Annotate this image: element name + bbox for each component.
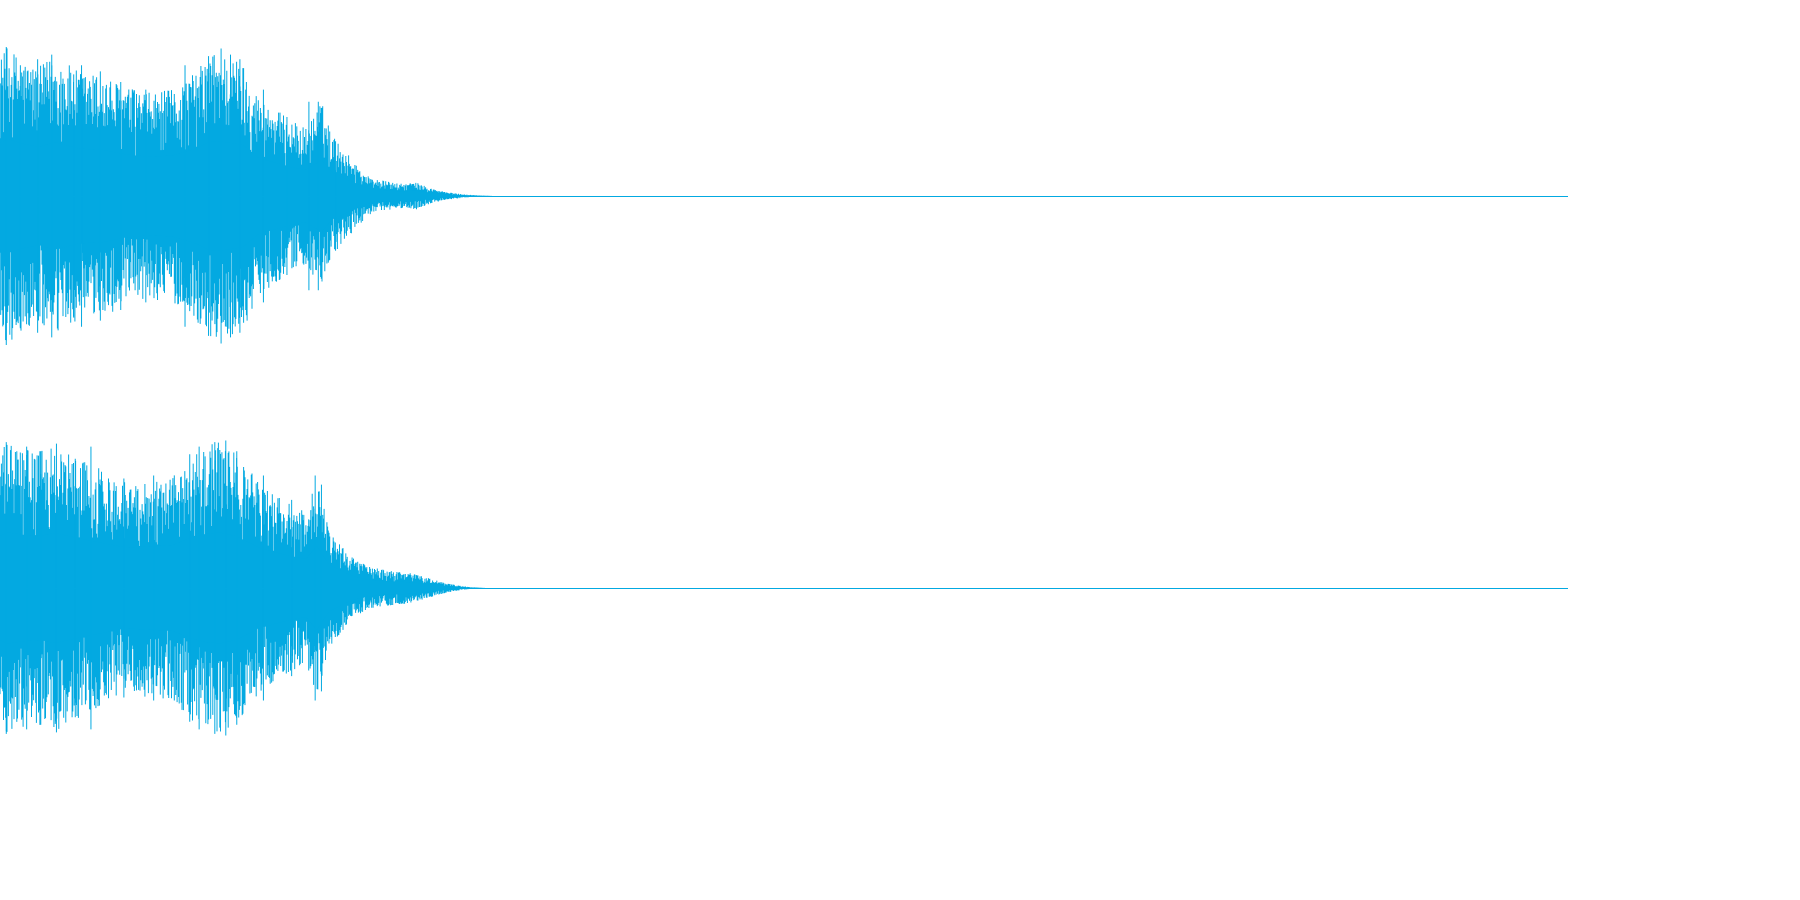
waveform-channel-right <box>0 440 1568 736</box>
waveform-channel-left <box>0 47 1568 345</box>
